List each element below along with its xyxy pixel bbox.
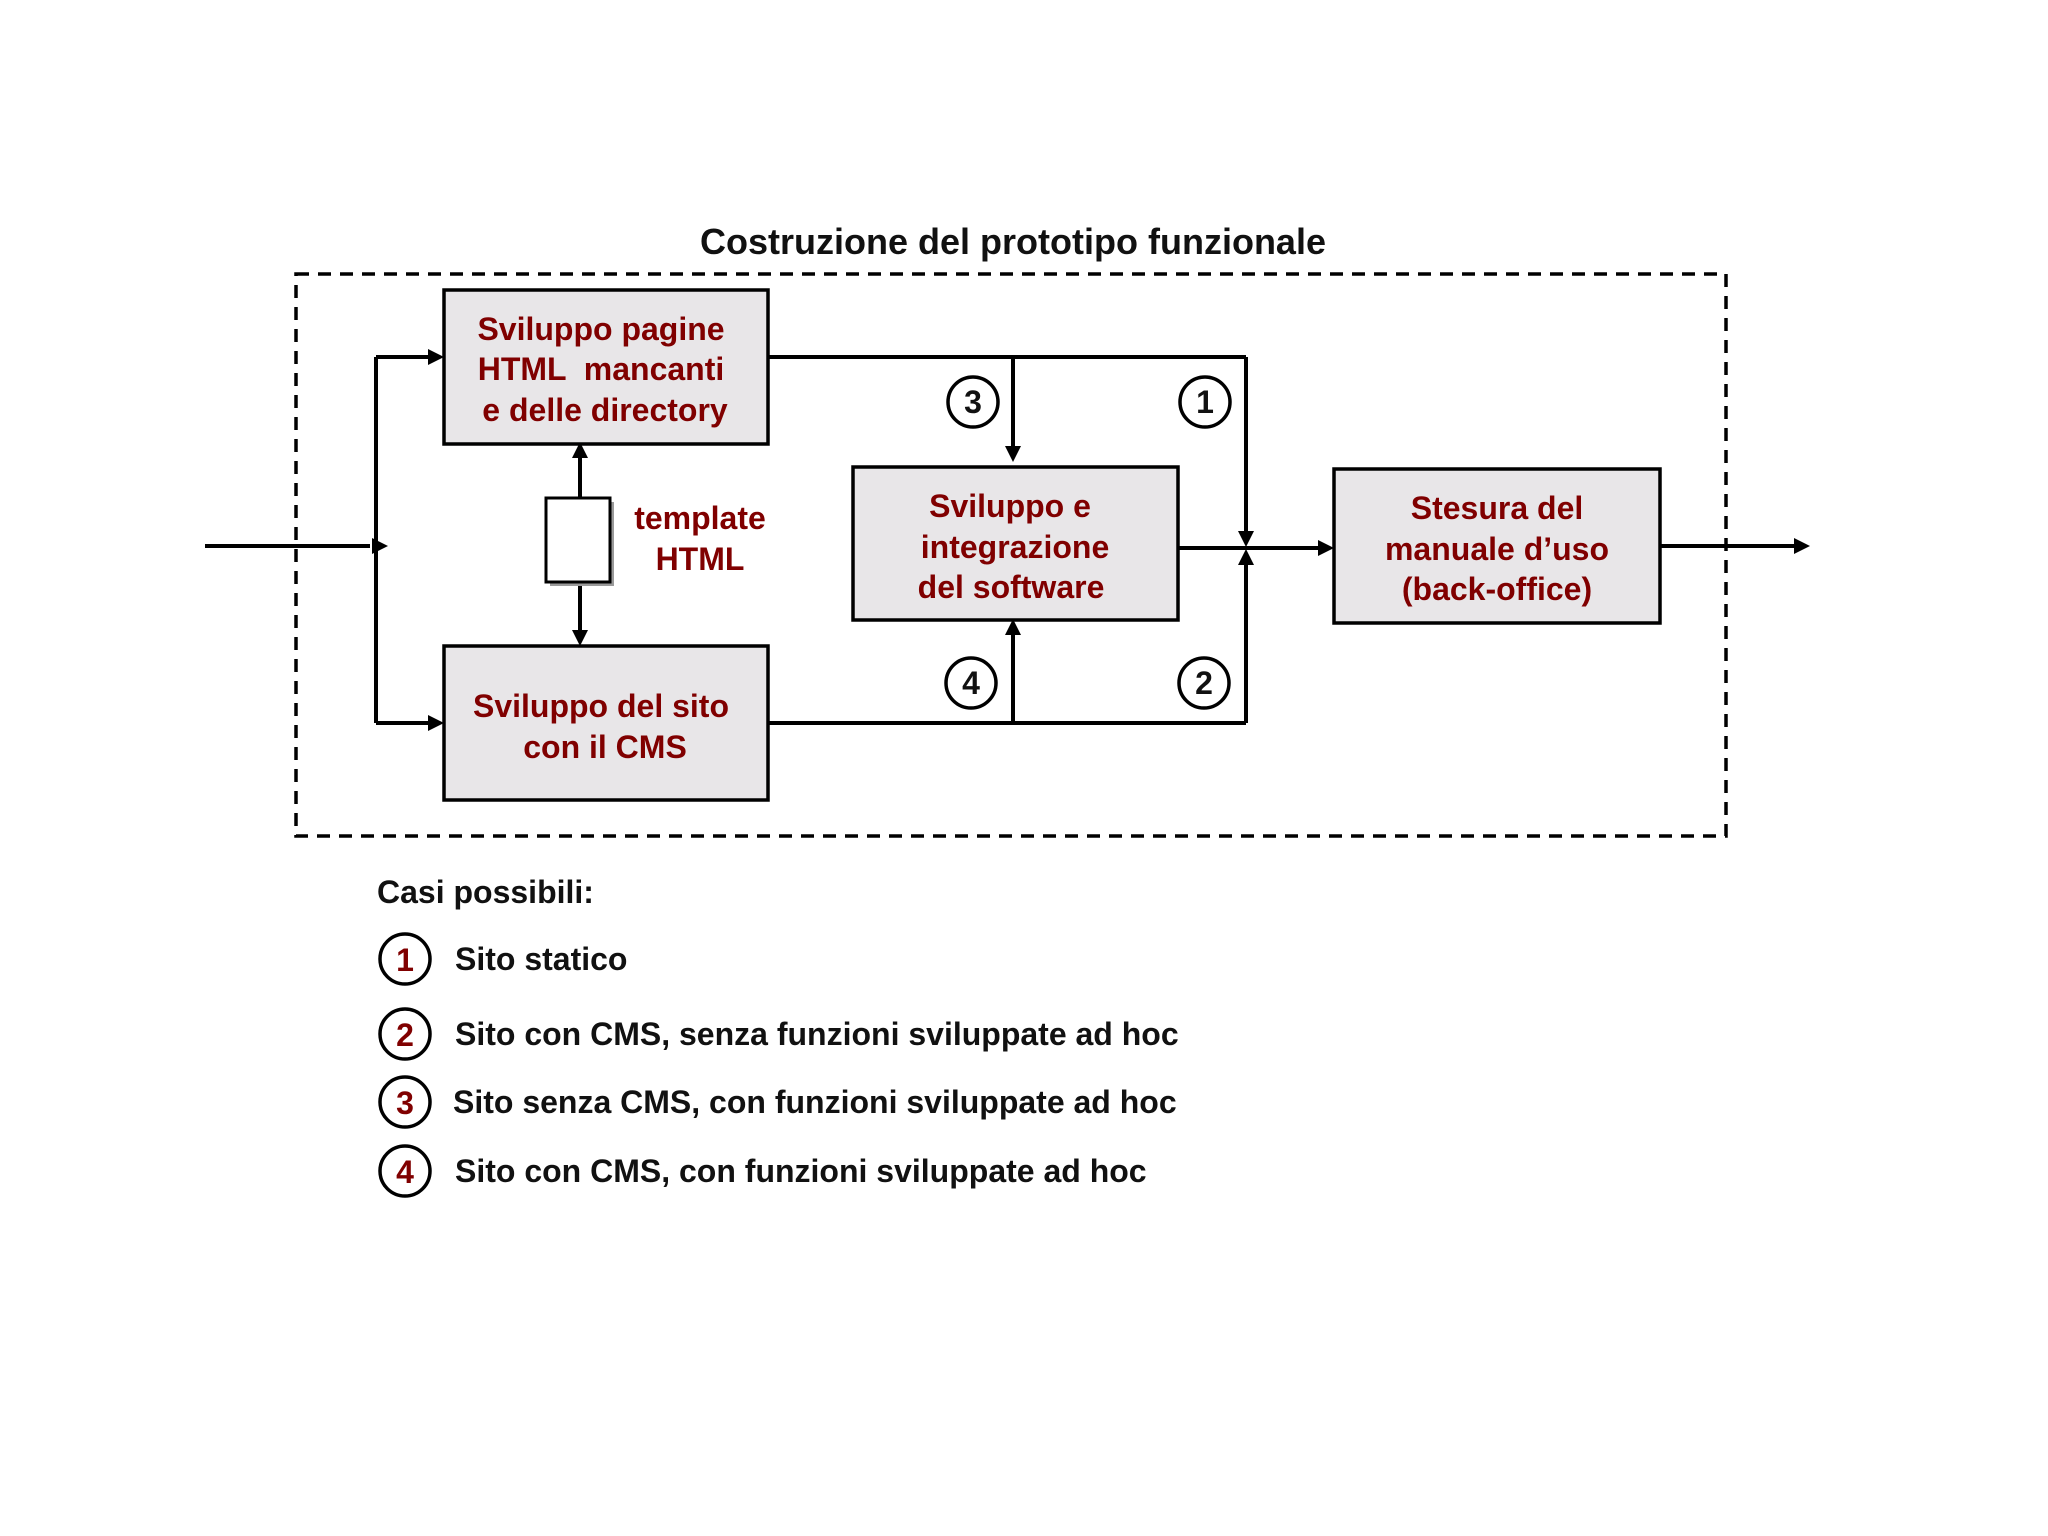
- arrowheads: [372, 349, 1810, 731]
- route-4-arrowhead: [1005, 619, 1021, 635]
- template-document-icon: [544, 496, 614, 586]
- route-1-arrowhead: [1238, 531, 1254, 547]
- box-software-line-3: del software: [918, 569, 1105, 605]
- svg-text:1: 1: [1196, 384, 1214, 420]
- diagram-title: Costruzione del prototipo funzionale: [700, 221, 1326, 262]
- svg-text:2: 2: [1195, 665, 1213, 701]
- legend-item-4-number: 4: [396, 1154, 414, 1190]
- box-html-pages-line-1: Sviluppo pagine: [477, 311, 724, 347]
- svg-text:4: 4: [962, 665, 980, 701]
- template-label-line-2: HTML: [656, 541, 745, 577]
- html-box-arrowhead: [428, 349, 444, 365]
- box-html-pages: Sviluppo pagine HTML mancanti e delle di…: [442, 288, 770, 446]
- input-arrowhead: [372, 538, 388, 554]
- template-down-arrowhead: [572, 630, 588, 646]
- legend-item-3-text: Sito senza CMS, con funzioni sviluppate …: [453, 1084, 1177, 1120]
- manual-arrowhead: [1318, 540, 1334, 556]
- legend-item-1-text: Sito statico: [455, 941, 627, 977]
- box-manual: Stesura del manuale d’uso (back-office): [1332, 467, 1662, 625]
- legend-item-2-text: Sito con CMS, senza funzioni sviluppate …: [455, 1016, 1179, 1052]
- legend-item-1-number: 1: [396, 942, 414, 978]
- box-cms-site-line-1: Sviluppo del sito: [473, 688, 729, 724]
- phase-frame: [294, 272, 1728, 838]
- route-3-arrowhead: [1005, 446, 1021, 462]
- legend-item-2: 2 Sito con CMS, senza funzioni sviluppat…: [378, 1007, 1179, 1061]
- legend-item-1: 1 Sito statico: [378, 932, 627, 986]
- box-cms-site-line-2: con il CMS: [523, 729, 687, 765]
- template-label-line-1: template: [634, 500, 766, 536]
- box-software-line-1: Sviluppo e: [929, 488, 1091, 524]
- legend-item-3-number: 3: [396, 1085, 414, 1121]
- path-badge-2: 2: [1177, 656, 1231, 710]
- box-manual-line-3: (back-office): [1402, 571, 1592, 607]
- output-arrowhead: [1794, 538, 1810, 554]
- box-software-line-2: integrazione: [921, 529, 1109, 565]
- legend-item-4: 4 Sito con CMS, con funzioni sviluppate …: [378, 1144, 1147, 1198]
- box-html-pages-line-3: e delle directory: [482, 392, 728, 428]
- box-cms-site: Sviluppo del sito con il CMS: [442, 644, 770, 802]
- path-badge-3: 3: [946, 375, 1000, 429]
- box-manual-line-2: manuale d’uso: [1385, 531, 1609, 567]
- template-up-arrowhead: [572, 442, 588, 458]
- path-badge-4: 4: [944, 656, 998, 710]
- cms-box-arrowhead: [428, 715, 444, 731]
- svg-text:3: 3: [964, 384, 982, 420]
- legend-item-2-number: 2: [396, 1017, 414, 1053]
- route-2-arrowhead: [1238, 549, 1254, 565]
- legend-item-3: 3 Sito senza CMS, con funzioni sviluppat…: [378, 1075, 1177, 1129]
- legend-item-4-text: Sito con CMS, con funzioni sviluppate ad…: [455, 1153, 1147, 1189]
- path-badge-1: 1: [1178, 375, 1232, 429]
- box-software: Sviluppo e integrazione del software: [851, 465, 1180, 622]
- box-manual-line-1: Stesura del: [1411, 490, 1584, 526]
- legend-title: Casi possibili:: [377, 874, 594, 910]
- connectors: [205, 355, 1796, 725]
- box-html-pages-line-2: HTML mancanti: [478, 351, 725, 387]
